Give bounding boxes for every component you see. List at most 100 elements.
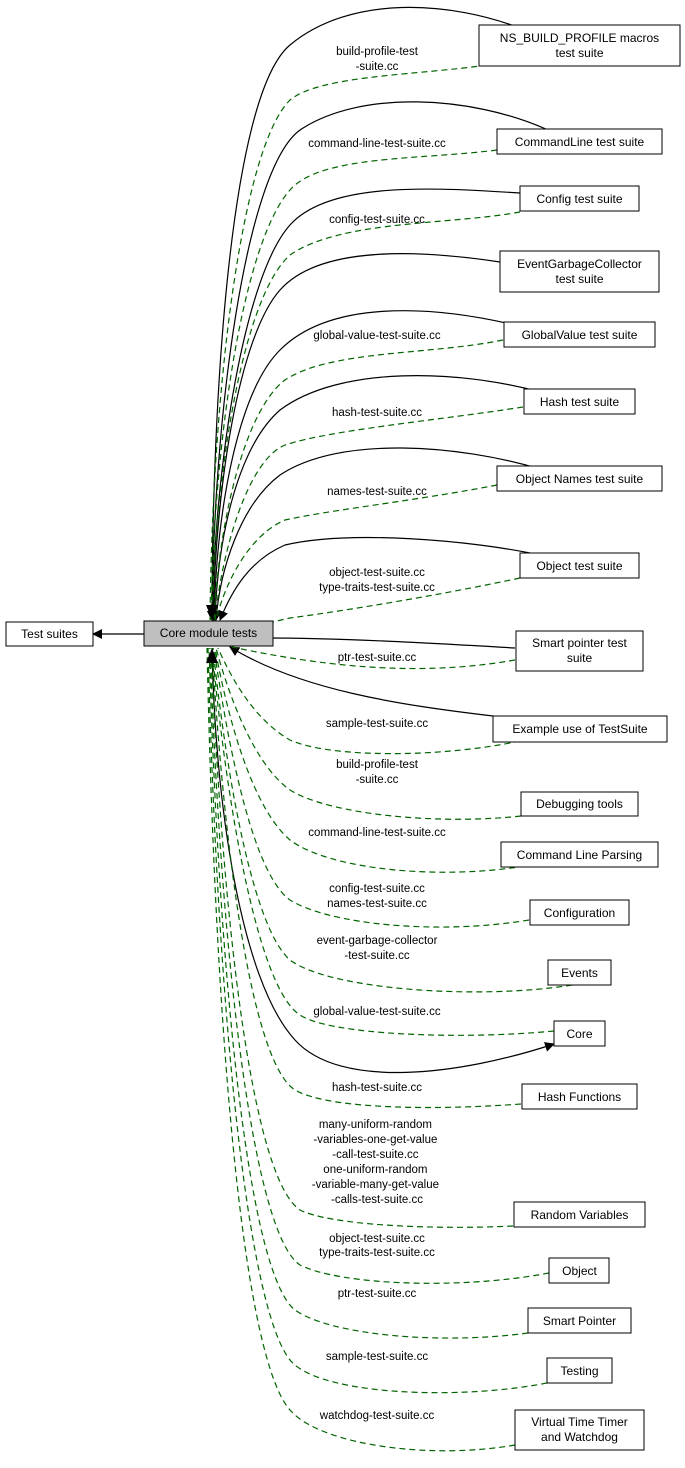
- edge-label: config-test-suite.cc: [329, 214, 425, 226]
- node-object-names-suite[interactable]: Object Names test suite: [496, 465, 663, 492]
- edge-labels: build-profile-test-suite.cc command-line…: [308, 46, 446, 1422]
- svg-text:Core: Core: [566, 1027, 592, 1041]
- edge-core-group-solid: [211, 647, 555, 1074]
- edge-command-line-dashed-top: [210, 149, 498, 621]
- edge-command-line-dashed-bottom: [214, 647, 526, 873]
- edge-label: sample-test-suite.cc: [326, 718, 429, 730]
- edge-hash-solid: [210, 375, 541, 621]
- svg-text:Debugging tools: Debugging tools: [536, 797, 623, 811]
- edge-object-solid: [218, 536, 541, 621]
- edge-hash-dashed-bottom: [211, 647, 522, 1109]
- edge-event-gc-dashed-bottom: [212, 647, 573, 993]
- edge-label: command-line-test-suite.cc: [308, 138, 446, 150]
- node-core[interactable]: Core: [553, 1020, 606, 1047]
- svg-text:Smart Pointer: Smart Pointer: [543, 1314, 616, 1328]
- edge-build-profile-dashed-bottom: [215, 647, 522, 820]
- edge-label: build-profile-test-suite.cc: [336, 46, 419, 73]
- nodes: Test suites Core module tests NS_BUILD_P…: [5, 24, 681, 1451]
- svg-text:Hash test suite: Hash test suite: [540, 395, 620, 409]
- edge-ptr-dashed-bottom: [208, 647, 529, 1339]
- edge-build-profile-dashed-top: [209, 64, 488, 621]
- edge-object-dashed-bottom: [209, 647, 550, 1284]
- node-object-suite[interactable]: Object test suite: [519, 552, 640, 579]
- node-hash-functions[interactable]: Hash Functions: [521, 1083, 638, 1110]
- node-config-suite[interactable]: Config test suite: [519, 185, 640, 212]
- svg-text:Events: Events: [561, 966, 598, 980]
- svg-text:Command Line Parsing: Command Line Parsing: [517, 848, 642, 862]
- edge-label: watchdog-test-suite.cc: [319, 1410, 435, 1422]
- svg-text:CommandLine test suite: CommandLine test suite: [515, 135, 645, 149]
- edge-ns-build-profile-solid: [207, 6, 526, 621]
- edge-label: global-value-test-suite.cc: [313, 1006, 440, 1018]
- node-hash-suite[interactable]: Hash test suite: [523, 388, 636, 415]
- edge-config-dashed-top: [211, 211, 521, 621]
- edge-smart-pointer-solid: [262, 633, 516, 649]
- svg-text:Random Variables: Random Variables: [531, 1208, 629, 1222]
- svg-text:Configuration: Configuration: [544, 906, 615, 920]
- node-test-suites[interactable]: Test suites: [5, 621, 94, 647]
- svg-text:GlobalValue test suite: GlobalValue test suite: [522, 328, 638, 342]
- edges: [92, 6, 573, 1452]
- edge-ptr-dashed-top: [231, 646, 516, 670]
- edge-example-solid: [229, 646, 494, 717]
- edge-sample-dashed-top: [217, 647, 521, 755]
- node-random-variables[interactable]: Random Variables: [513, 1201, 646, 1228]
- svg-text:Hash Functions: Hash Functions: [538, 1090, 621, 1104]
- svg-text:Testing: Testing: [560, 1364, 598, 1378]
- edge-label: sample-test-suite.cc: [326, 1351, 429, 1363]
- edge-label: hash-test-suite.cc: [332, 1082, 422, 1094]
- node-events[interactable]: Events: [547, 959, 612, 986]
- node-smart-pointer[interactable]: Smart Pointer: [527, 1307, 632, 1334]
- edge-names-dashed-top: [215, 484, 498, 621]
- svg-text:Example use of TestSuite: Example use of TestSuite: [512, 722, 648, 736]
- svg-text:Object Names test suite: Object Names test suite: [516, 472, 644, 486]
- edge-label: ptr-test-suite.cc: [338, 652, 417, 664]
- edge-label: hash-test-suite.cc: [332, 407, 422, 419]
- edge-object-names-solid: [211, 447, 541, 621]
- svg-text:Config test suite: Config test suite: [536, 192, 622, 206]
- svg-text:Object: Object: [562, 1264, 597, 1278]
- edge-config-names-dashed-bottom: [213, 647, 530, 928]
- edge-globalvalue-solid: [209, 310, 516, 621]
- node-commandline-suite[interactable]: CommandLine test suite: [496, 128, 663, 155]
- node-object[interactable]: Object: [548, 1257, 610, 1284]
- edge-label: ptr-test-suite.cc: [338, 1288, 417, 1300]
- edge-label: command-line-test-suite.cc: [308, 827, 446, 839]
- edge-random-dashed-bottom: [210, 647, 514, 1228]
- svg-text:Core module tests: Core module tests: [160, 626, 257, 640]
- edge-hash-dashed-top: [214, 406, 524, 621]
- edge-global-value-dashed-bottom: [211, 647, 555, 1036]
- node-example-testsuite[interactable]: Example use of TestSuite: [492, 715, 668, 743]
- edge-label: many-uniform-random -variables-one-get-v…: [312, 1119, 442, 1206]
- node-command-line-parsing[interactable]: Command Line Parsing: [500, 841, 659, 868]
- edge-commandline-solid: [207, 101, 549, 621]
- edge-label: build-profile-test-suite.cc: [336, 759, 419, 786]
- node-configuration[interactable]: Configuration: [529, 899, 630, 926]
- edge-label: global-value-test-suite.cc: [313, 330, 440, 342]
- edge-event-gc-solid: [208, 253, 501, 621]
- svg-text:Object test suite: Object test suite: [536, 559, 622, 573]
- node-debugging-tools[interactable]: Debugging tools: [520, 791, 639, 817]
- edge-sample-dashed-bottom: [207, 647, 548, 1394]
- edge-global-value-dashed-top: [213, 339, 504, 621]
- node-testing[interactable]: Testing: [546, 1357, 613, 1384]
- node-core-module-tests: Core module tests: [143, 620, 274, 647]
- edge-label: names-test-suite.cc: [327, 486, 427, 498]
- node-globalvalue-suite[interactable]: GlobalValue test suite: [503, 321, 656, 348]
- svg-text:Test suites: Test suites: [21, 627, 78, 641]
- arrowhead-top: [206, 605, 218, 620]
- edge-config-solid: [207, 188, 521, 621]
- arrowhead-bottom: [206, 648, 218, 663]
